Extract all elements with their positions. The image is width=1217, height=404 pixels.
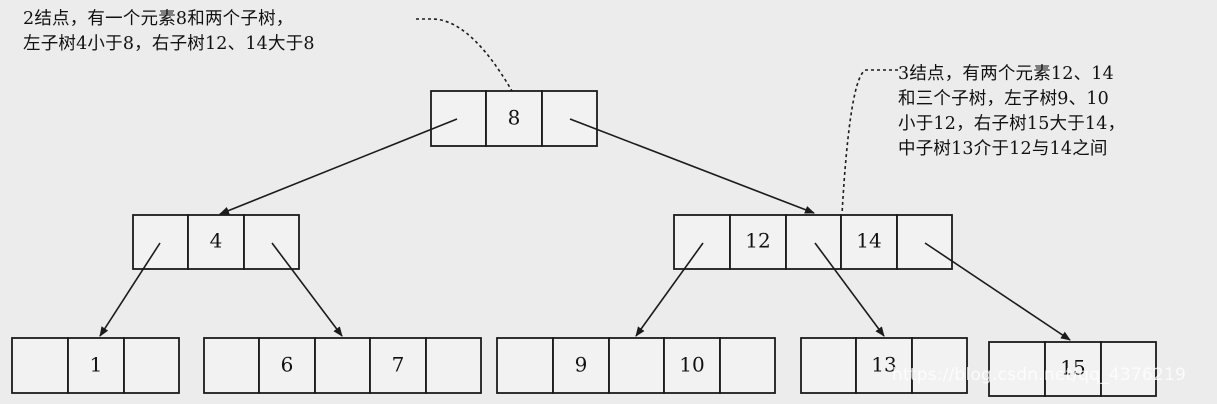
leaf-node: 15	[988, 341, 1157, 397]
key-label: 14	[856, 229, 881, 253]
key-label: 6	[281, 353, 294, 377]
pointer-cell	[425, 337, 482, 394]
left-child-node: 4	[132, 214, 300, 270]
key-label: 7	[392, 353, 405, 377]
key-label: 12	[745, 229, 770, 253]
leaf-node: 9 10	[496, 337, 776, 394]
key-label: 13	[871, 353, 896, 377]
edge-arrow	[569, 118, 815, 214]
pointer-cell	[896, 214, 953, 270]
key-cell	[552, 337, 610, 394]
annotation-line: 左子树4小于8，右子树12、14大于8	[23, 34, 315, 54]
key-label: 1	[90, 353, 103, 377]
key-cell	[485, 90, 543, 147]
leaf-node: 1	[11, 337, 180, 394]
key-cell	[729, 214, 787, 270]
pointer-cell	[988, 341, 1046, 397]
pointer-cell	[1100, 341, 1157, 397]
leaf-node: 6 7	[203, 337, 482, 394]
pointer-cell	[11, 337, 69, 394]
pointer-cell	[430, 90, 487, 147]
pointer-cell	[785, 214, 842, 270]
pointer-cell	[496, 337, 554, 394]
key-cell	[663, 337, 721, 394]
root-node: 8	[430, 90, 598, 147]
root-node-annotation: 2结点，有一个元素8和两个子树， 左子树4小于8，右子树12、14大于8	[23, 7, 315, 57]
pointer-cell	[673, 214, 731, 270]
key-label: 8	[508, 106, 521, 130]
pointer-cell	[911, 337, 968, 394]
pointer-cell	[719, 337, 776, 394]
key-label: 10	[679, 353, 704, 377]
edge-arrow	[635, 242, 704, 337]
annotation-line: 2结点，有一个元素8和两个子树，	[23, 9, 294, 29]
key-cell	[67, 337, 125, 394]
pointer-cell	[203, 337, 260, 394]
key-cell	[1044, 341, 1102, 397]
leaf-node: 13	[800, 337, 968, 394]
right-note-leader	[841, 69, 898, 215]
root-note-leader	[416, 18, 513, 92]
annotation-line: 小于12，右子树15大于14，	[898, 114, 1126, 134]
edge-arrow	[814, 242, 885, 337]
watermark: https://blog.csdn.net/qq_4376219	[892, 365, 1187, 385]
edge-arrow	[99, 242, 161, 337]
key-label: 15	[1060, 356, 1085, 380]
annotation-line: 和三个子树，左子树9、10	[898, 89, 1110, 109]
annotation-line: 中子树13介于12与14之间	[898, 139, 1108, 159]
key-label: 4	[210, 229, 223, 253]
edge-arrow	[271, 242, 343, 337]
key-cell	[258, 337, 316, 394]
pointer-cell	[132, 214, 189, 270]
edge-arrow	[924, 242, 1071, 341]
pointer-cell	[541, 90, 598, 147]
pointer-cell	[608, 337, 665, 394]
edge-arrow	[219, 118, 458, 215]
key-cell	[187, 214, 245, 270]
pointer-cell	[314, 337, 371, 394]
pointer-cell	[800, 337, 857, 394]
key-label: 9	[575, 353, 588, 377]
pointer-cell	[243, 214, 300, 270]
right-child-node: 12 14	[673, 214, 953, 270]
annotation-line: 3结点，有两个元素12、14	[898, 64, 1114, 84]
pointer-cell	[123, 337, 180, 394]
key-cell	[369, 337, 427, 394]
right-node-annotation: 3结点，有两个元素12、14 和三个子树，左子树9、10 小于12，右子树15大…	[898, 62, 1125, 162]
